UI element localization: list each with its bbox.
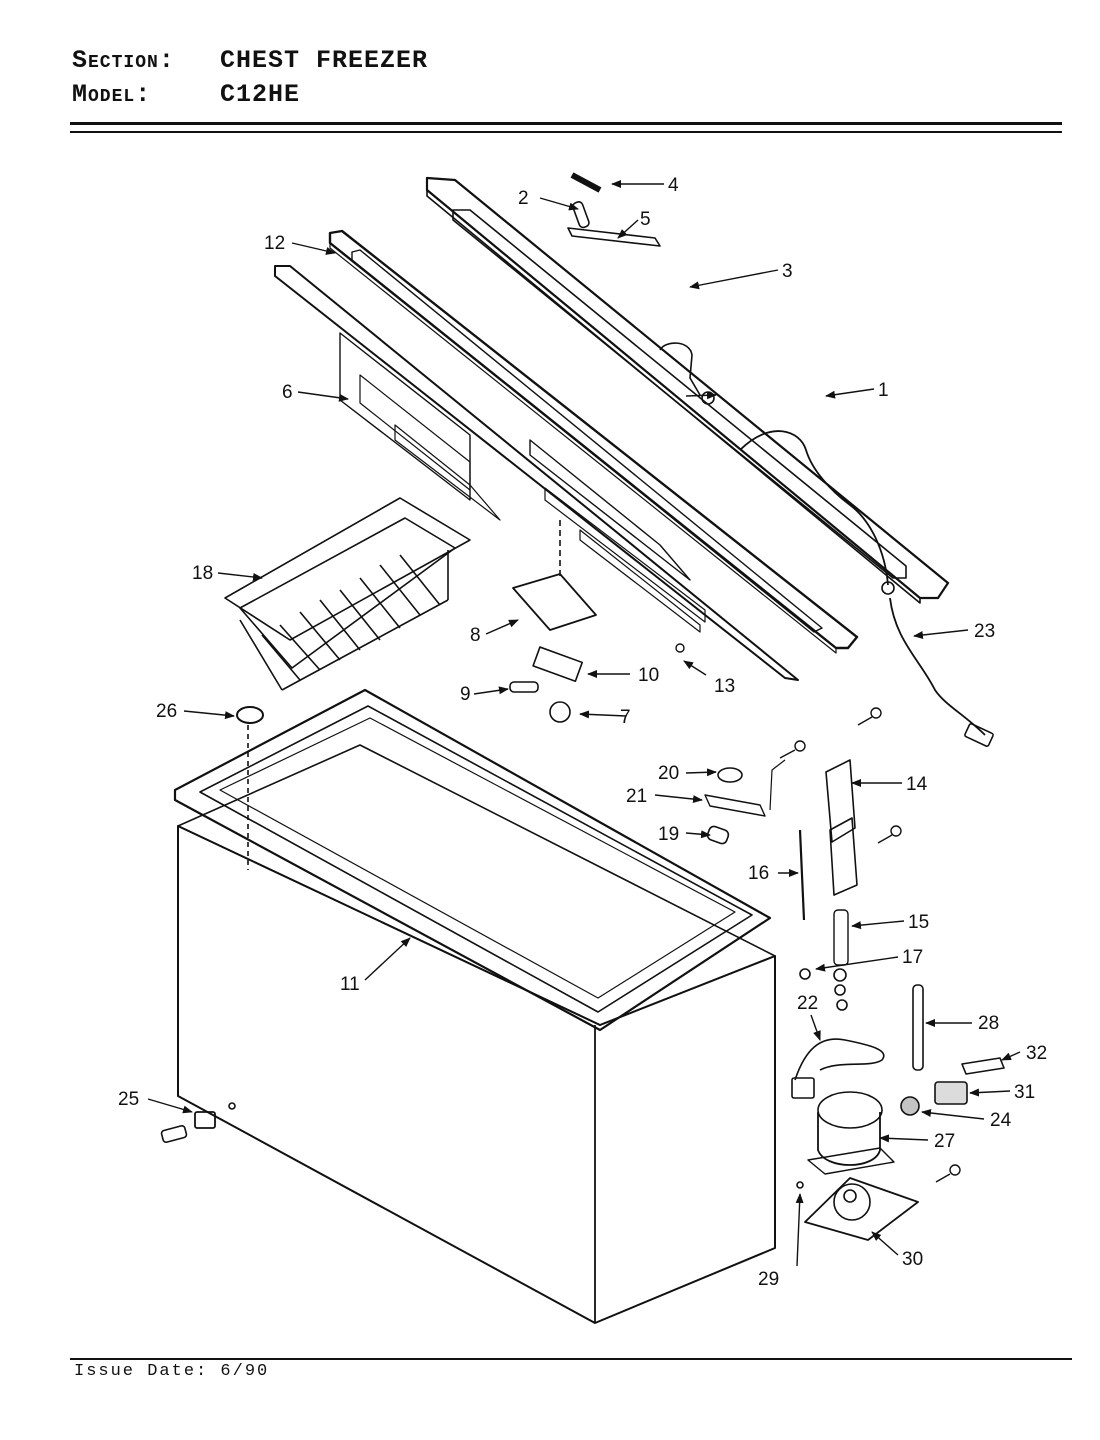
section-value: CHEST FREEZER [220, 46, 429, 75]
callout-24: 24 [990, 1110, 1012, 1131]
callout-20: 20 [658, 763, 679, 784]
callout-leaders [147, 180, 1021, 1267]
lid-outer-panel [425, 176, 950, 604]
screws [675, 643, 961, 1183]
callout-16: 16 [748, 863, 769, 884]
model-value: C12HE [220, 80, 301, 109]
callout-21: 21 [626, 786, 647, 807]
issue-date: Issue Date: 6/90 [74, 1362, 270, 1381]
callout-7: 7 [620, 707, 631, 728]
callout-3: 3 [782, 261, 793, 282]
lid-gasket [328, 229, 859, 654]
callout-18: 18 [192, 563, 213, 584]
cap-part-26 [236, 706, 264, 724]
callout-2: 2 [518, 188, 529, 209]
callout-4: 4 [668, 175, 679, 196]
callout-19: 19 [658, 824, 679, 845]
callout-26: 26 [156, 701, 177, 722]
model-line: Model: C12HE [72, 80, 300, 109]
callout-14: 14 [906, 774, 928, 795]
callout-32: 32 [1026, 1043, 1047, 1064]
callout-13: 13 [714, 676, 735, 697]
callout-30: 30 [902, 1249, 923, 1270]
light-assembly [509, 520, 597, 723]
callout-15: 15 [908, 912, 929, 933]
power-cord [889, 597, 994, 747]
callout-28: 28 [978, 1013, 999, 1034]
model-label: Model: [72, 80, 152, 109]
hinge-assembly [704, 759, 858, 1011]
lid-inner-liner [274, 265, 799, 681]
drain-plug [160, 1102, 236, 1144]
breaker-strip [173, 688, 772, 1032]
callout-27: 27 [934, 1131, 955, 1152]
callout-29: 29 [758, 1269, 779, 1290]
footer-rule [70, 1358, 1072, 1360]
callout-12: 12 [264, 233, 285, 254]
callout-10: 10 [638, 665, 659, 686]
section-label: Section: [72, 46, 175, 75]
callout-17: 17 [902, 947, 923, 968]
callout-8: 8 [470, 625, 481, 646]
compressor-assembly [791, 984, 1005, 1241]
callout-11: 11 [340, 974, 360, 995]
section-line: Section: CHEST FREEZER [72, 46, 428, 75]
callout-5: 5 [640, 209, 651, 230]
callout-6: 6 [282, 382, 293, 403]
cabinet-body [177, 744, 776, 1324]
callout-25: 25 [118, 1089, 139, 1110]
callout-1: 1 [878, 380, 889, 401]
callout-numbers: 1 2 3 4 5 6 7 8 9 10 11 12 13 14 15 16 1… [118, 175, 1047, 1290]
wire-basket [224, 497, 471, 691]
callout-31: 31 [1014, 1082, 1035, 1103]
callout-22: 22 [797, 993, 818, 1014]
header-rule-top [70, 122, 1062, 125]
callout-23: 23 [974, 621, 995, 642]
callout-9: 9 [460, 684, 471, 705]
header-rule-bottom [70, 131, 1062, 133]
